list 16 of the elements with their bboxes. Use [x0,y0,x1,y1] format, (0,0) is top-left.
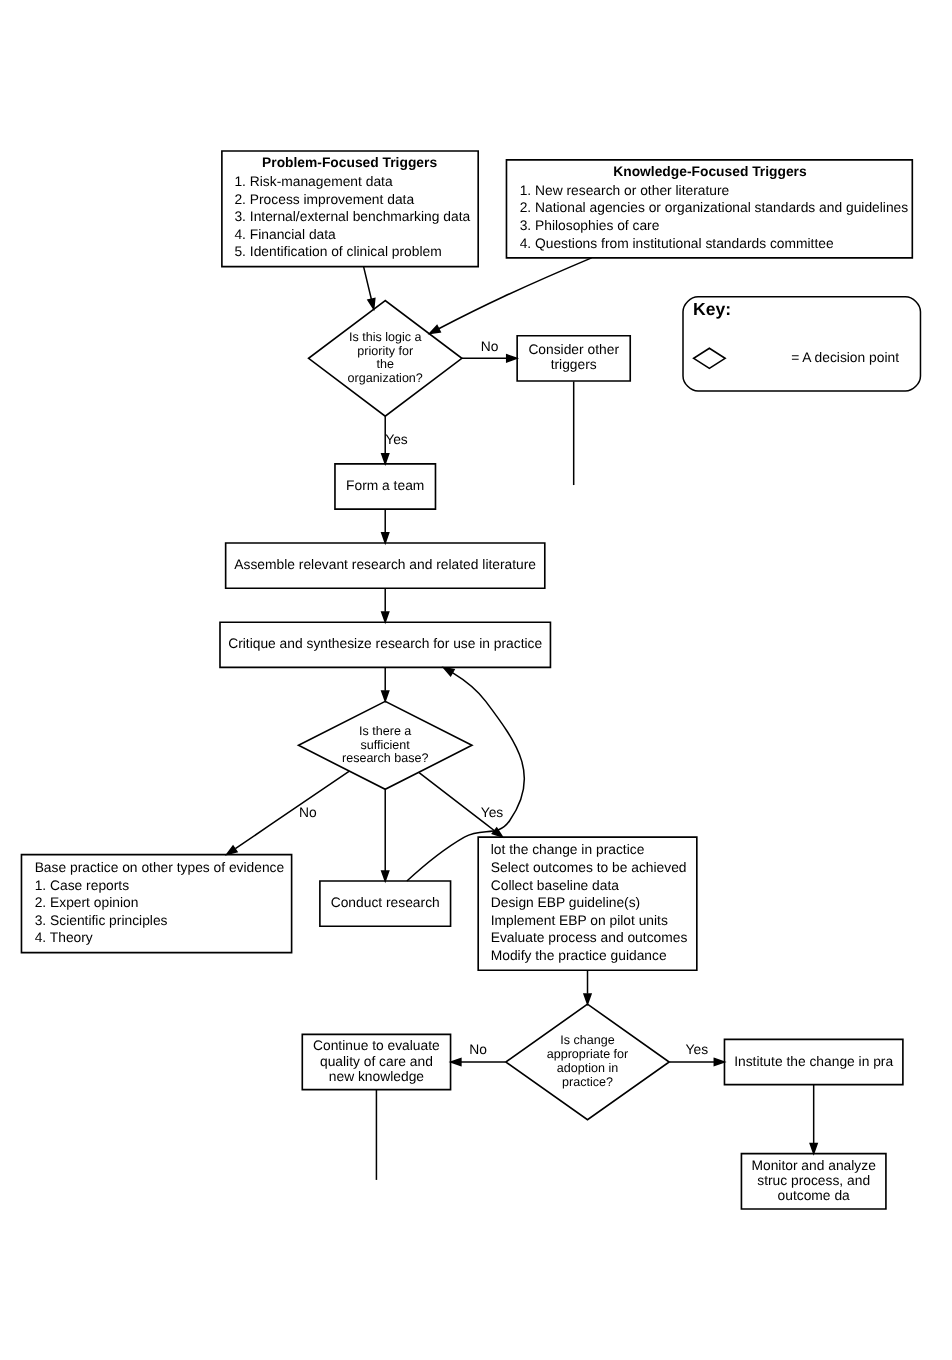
arrow [380,788,390,884]
connector [572,380,575,486]
arrow [668,1057,727,1067]
arrow [461,353,520,363]
arrow [362,266,376,312]
connector [375,1089,378,1181]
arrow [582,969,593,1007]
arrow [380,667,390,704]
arrow [406,666,526,882]
arrow [380,508,390,546]
arrow [380,415,390,467]
arrow [380,587,390,625]
arrow [809,1083,819,1156]
arrow [427,257,593,335]
arrow [448,1057,507,1067]
arrow [224,770,350,856]
